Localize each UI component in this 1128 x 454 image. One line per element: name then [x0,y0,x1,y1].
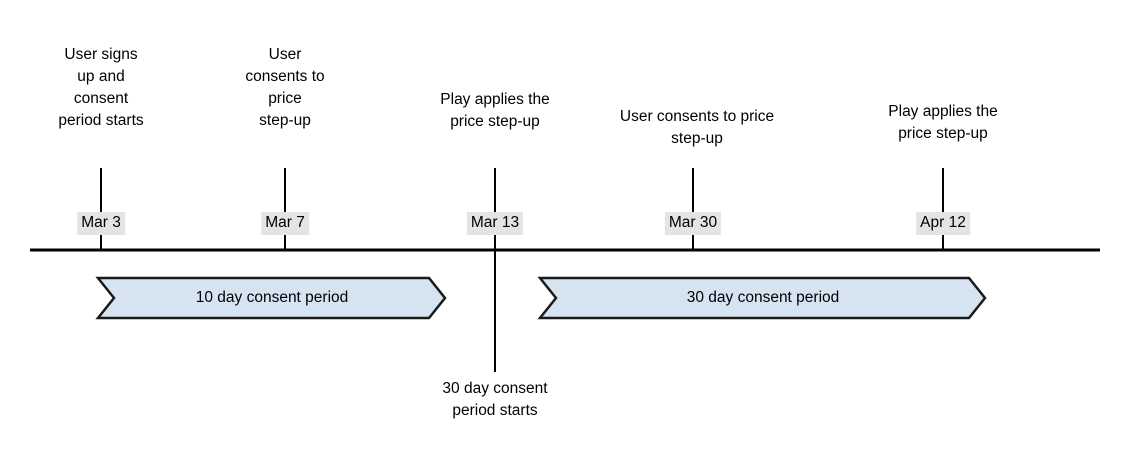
date-chip-mar-13: Mar 13 [466,212,524,235]
period-label-10-day: 10 day consent period [195,289,349,306]
below-axis-label-mar-13: 30 day consent period starts [442,380,548,419]
event-label-mar-7: User consents to price step-up [245,46,325,129]
date-chip-mar-3: Mar 3 [77,212,125,235]
period-bar-period-10-day [95,276,447,320]
timeline-tick-group [100,168,944,250]
date-chip-mar-7: Mar 7 [261,212,309,235]
event-label-mar-3: User signs up and consent period starts [58,46,144,129]
date-chip-mar-30: Mar 30 [664,212,722,235]
event-label-apr-12: Play applies the price step-up [888,103,998,142]
event-label-mar-13: Play applies the price step-up [440,91,550,130]
consent-period-bar-group [95,276,987,320]
date-chip-apr-12: Apr 12 [916,212,970,235]
event-label-mar-30: User consents to price step-up [619,108,775,147]
period-label-30-day: 30 day consent period [686,289,840,306]
period-bar-period-30-day [537,276,987,320]
